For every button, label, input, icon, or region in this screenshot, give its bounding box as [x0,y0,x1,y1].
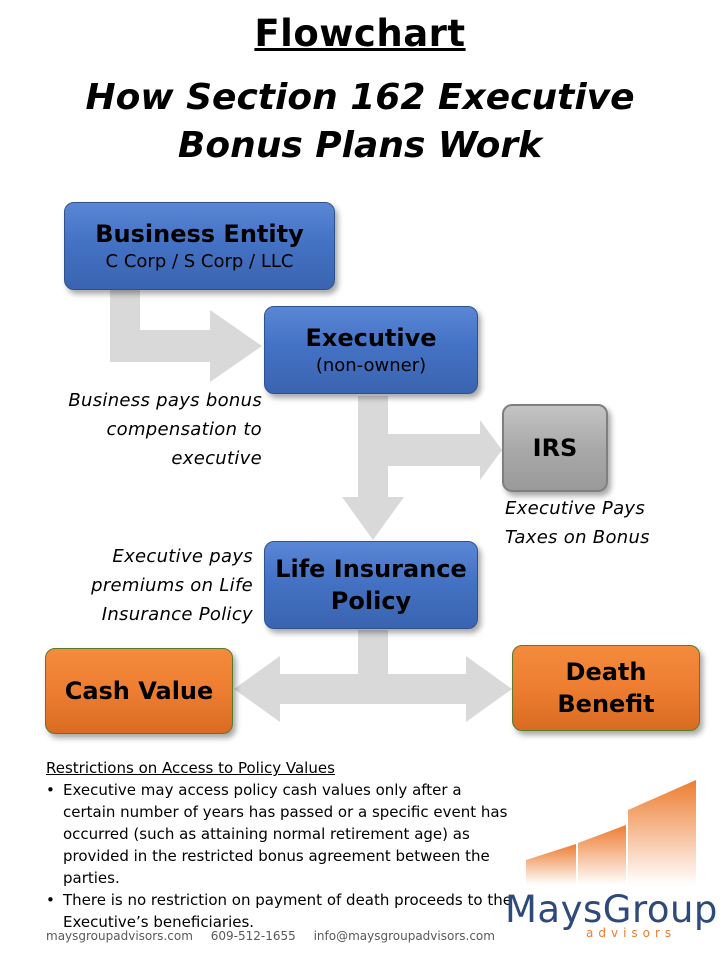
node-irs: IRS [502,404,608,492]
restrictions-list: Executive may access policy cash values … [46,779,516,933]
annotation-executive-pays-premiums: Executive pays premiums on Life Insuranc… [60,542,253,629]
footer-website: maysgroupadvisors.com [46,929,193,943]
annotation-line: Business pays bonus [68,390,262,411]
policy-line-2: Policy [330,587,412,615]
annotation-line: executive [171,448,262,469]
annotation-line: Taxes on Bonus [505,527,650,548]
restrictions-heading: Restrictions on Access to Policy Values [46,759,335,777]
executive-subtitle: (non-owner) [315,355,427,376]
annotation-executive-pays-taxes: Executive Pays Taxes on Bonus [505,494,715,552]
footer-contact: maysgroupadvisors.com 609-512-1655 info@… [46,929,495,943]
subtitle-line-2: Bonus Plans Work [177,125,543,166]
node-executive: Executive (non-owner) [264,306,478,394]
arrow-to-irs [388,420,502,480]
irs-title: IRS [532,434,578,462]
annotation-business-pays: Business pays bonus compensation to exec… [40,386,262,473]
executive-title: Executive [305,324,437,352]
restrictions-section: Restrictions on Access to Policy Values … [46,757,516,933]
node-business-entity: Business Entity C Corp / S Corp / LLC [64,202,335,290]
node-death-benefit: Death Benefit [512,645,700,731]
page-title: Flowchart [254,12,466,55]
footer-email: info@maysgroupadvisors.com [313,929,495,943]
logo-wordmark: MaysGroup [505,888,718,931]
footer-phone: 609-512-1655 [210,929,296,943]
arrow-executive-to-policy [342,396,404,540]
subtitle-line-1: How Section 162 Executive [85,77,635,118]
annotation-line: Insurance Policy [101,604,253,625]
death-benefit-line-2: Benefit [557,690,655,718]
policy-line-1: Life Insurance [275,555,467,583]
logo-subtitle: advisors [586,926,677,940]
restriction-item: There is no restriction on payment of de… [46,889,516,933]
restriction-item: Executive may access policy cash values … [46,779,516,889]
annotation-line: Executive Pays [505,498,646,519]
business-entity-title: Business Entity [95,220,304,248]
business-entity-subtitle: C Corp / S Corp / LLC [105,251,294,272]
arrow-business-to-executive [110,288,262,382]
node-cash-value: Cash Value [45,648,233,734]
node-life-insurance-policy: Life Insurance Policy [264,541,478,629]
death-benefit-line-1: Death [565,658,647,686]
annotation-line: Executive pays [112,546,253,567]
cash-value-title: Cash Value [64,677,214,705]
arrow-policy-split [234,630,512,722]
page-subtitle: How Section 162 Executive Bonus Plans Wo… [0,74,720,170]
logo-bars-icon [526,780,696,885]
annotation-line: premiums on Life [91,575,253,596]
annotation-line: compensation to [106,419,262,440]
